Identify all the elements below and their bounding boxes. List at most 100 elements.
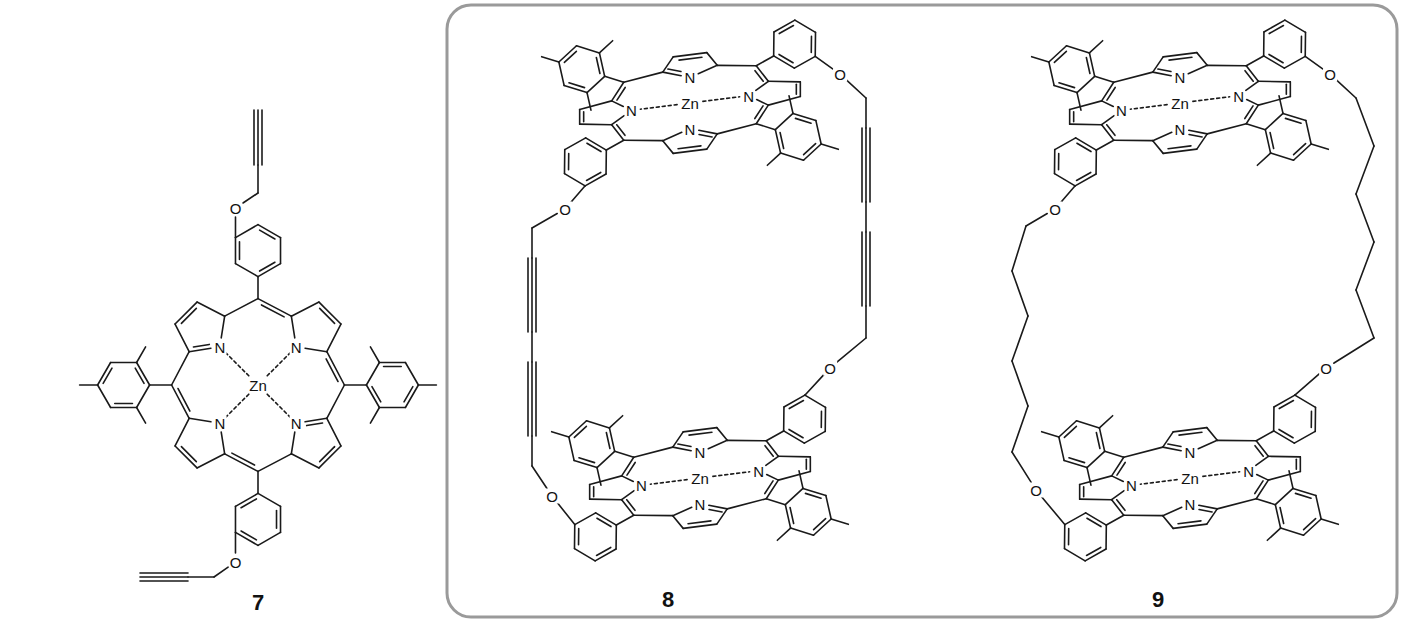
bond-line	[404, 387, 413, 402]
bond-line	[593, 487, 595, 497]
bond-line	[189, 418, 211, 421]
bond-line	[1163, 516, 1173, 529]
bond-line	[574, 549, 595, 561]
bond-line	[1064, 549, 1085, 561]
atom-label: N	[1174, 121, 1187, 136]
bond-line	[1096, 140, 1113, 150]
atom-label: Zn	[680, 96, 700, 111]
bond-line	[699, 134, 712, 137]
atom-label: O	[1048, 202, 1062, 217]
bond-line	[379, 407, 405, 409]
atom-label: N	[625, 103, 638, 118]
bond-line	[804, 144, 816, 155]
bond-line	[531, 228, 533, 258]
bond-line	[1080, 476, 1112, 485]
atom-label: O	[545, 489, 559, 504]
bond-line	[1065, 513, 1086, 525]
bond-line	[235, 506, 237, 532]
coordination-bond	[713, 472, 750, 477]
atom-label: O	[823, 361, 837, 376]
bond-line	[243, 193, 258, 203]
bond-line	[813, 519, 831, 535]
bond-line	[559, 62, 564, 85]
bond-line	[679, 57, 702, 60]
bond-line	[599, 41, 612, 53]
bond-line	[172, 385, 190, 418]
bond-line	[673, 507, 692, 515]
bond-line	[239, 242, 241, 260]
coordination-bond	[226, 353, 249, 376]
bond-line	[1169, 57, 1192, 60]
bond-line	[773, 32, 775, 56]
bond-line	[1153, 141, 1163, 154]
bond-line	[1311, 144, 1328, 149]
atom-label: O	[229, 555, 243, 570]
bond-line	[1255, 446, 1263, 457]
bond-line	[1285, 118, 1301, 123]
bond-line	[565, 138, 586, 150]
bond-line	[1178, 521, 1201, 524]
bond-line	[1069, 458, 1085, 463]
bond-line	[384, 366, 402, 368]
bond-line	[847, 80, 866, 98]
bond-line	[617, 125, 625, 136]
atom-label: N	[1242, 463, 1255, 478]
bond-line	[577, 46, 600, 53]
bond-line	[597, 451, 615, 467]
atom-label: N	[752, 463, 765, 478]
bond-line	[1069, 109, 1071, 124]
bond-line	[766, 499, 785, 505]
bond-line	[799, 471, 803, 489]
bond-line	[756, 81, 769, 90]
bond-line	[1207, 124, 1246, 134]
bond-line	[535, 362, 537, 436]
bond-line	[717, 428, 727, 441]
bond-line	[1059, 437, 1064, 460]
bond-line	[1061, 186, 1075, 202]
bond-line	[1356, 290, 1374, 338]
bond-line	[767, 153, 780, 165]
bond-line	[1026, 214, 1047, 226]
bond-line	[596, 58, 600, 74]
coordination-bond	[1140, 480, 1177, 485]
bond-line	[140, 572, 188, 574]
bond-line	[1114, 72, 1153, 82]
atom-label: N	[742, 88, 755, 103]
bond-line	[814, 32, 816, 56]
bond-line	[1321, 519, 1338, 524]
bond-line	[821, 144, 838, 149]
bond-line	[305, 418, 327, 421]
bond-line	[241, 499, 256, 508]
bond-line	[775, 113, 793, 129]
bond-line	[837, 338, 866, 362]
bond-line	[1077, 76, 1095, 92]
bond-line	[779, 26, 793, 34]
bond-line	[622, 491, 635, 500]
bond-line	[1267, 528, 1280, 540]
atom-label: O	[1319, 361, 1333, 376]
bond-line	[1304, 519, 1316, 530]
bond-line	[1068, 528, 1070, 544]
atom-label: N	[290, 339, 303, 354]
bond-line	[307, 423, 323, 426]
bond-line	[587, 172, 601, 180]
bond-line	[1245, 71, 1253, 82]
bond-line	[634, 514, 673, 516]
bond-line	[1295, 374, 1319, 395]
bond-line	[1290, 82, 1292, 97]
bond-line	[197, 454, 225, 468]
bond-line	[804, 431, 825, 443]
bond-line	[241, 531, 256, 540]
bond-line	[344, 384, 366, 386]
bond-line	[824, 407, 826, 431]
bond-line	[558, 503, 575, 525]
bond-line	[1012, 271, 1028, 316]
bond-line	[1054, 150, 1056, 174]
bond-line	[1295, 395, 1316, 407]
bond-line	[1054, 51, 1066, 62]
bond-line	[178, 388, 190, 411]
bond-line	[1077, 93, 1081, 111]
bond-line	[597, 468, 601, 486]
bond-line	[1294, 431, 1315, 443]
bond-line	[1059, 421, 1077, 437]
